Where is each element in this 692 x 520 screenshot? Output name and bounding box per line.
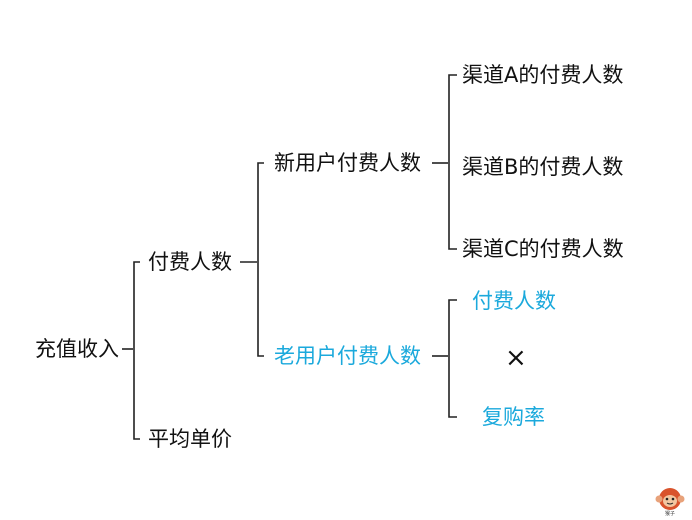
node-repurchase-rate: 复购率 xyxy=(482,405,545,429)
logo-caption: 猴子 xyxy=(665,510,675,516)
node-payers: 付费人数 xyxy=(148,250,232,274)
node-average-price: 平均单价 xyxy=(148,427,232,451)
old-user-bracket xyxy=(448,299,457,418)
new-user-bracket xyxy=(448,74,457,250)
node-old-payers: 付费人数 xyxy=(472,289,556,313)
node-channel-a-payers: 渠道A的付费人数 xyxy=(462,63,624,87)
payers-bracket xyxy=(257,162,264,357)
multiply-operator: × xyxy=(505,343,527,373)
node-channel-b-payers: 渠道B的付费人数 xyxy=(462,155,624,179)
monkey-icon: 猴子 xyxy=(654,486,686,517)
node-new-user-payers: 新用户付费人数 xyxy=(274,151,421,175)
root-bracket xyxy=(133,261,140,440)
root-node: 充值收入 xyxy=(35,337,119,361)
node-channel-c-payers: 渠道C的付费人数 xyxy=(462,237,624,261)
node-old-user-payers: 老用户付费人数 xyxy=(274,344,421,368)
